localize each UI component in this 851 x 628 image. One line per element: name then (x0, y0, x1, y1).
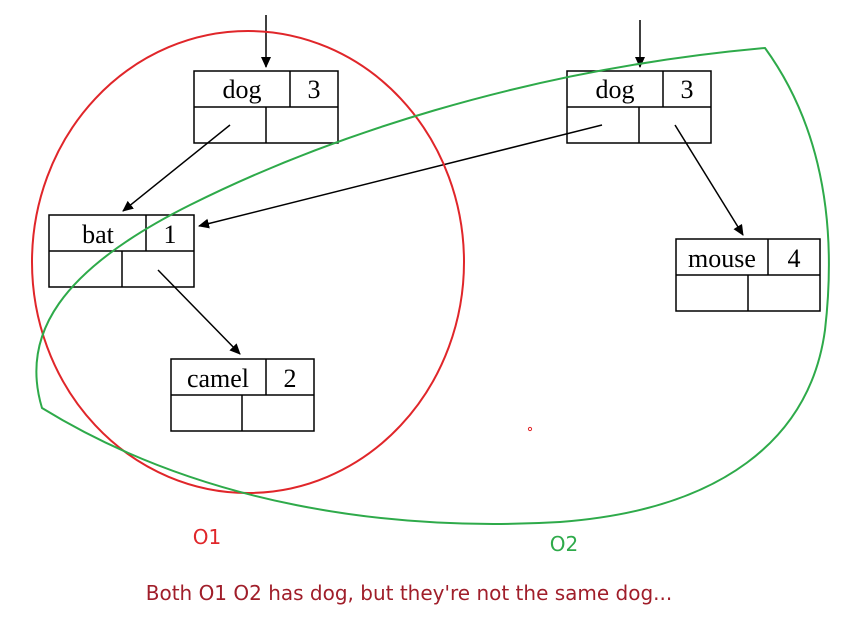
node-count: 3 (308, 75, 321, 104)
edge-dog-left-to-bat (122, 124, 231, 212)
node-count: 4 (788, 244, 801, 273)
node-dog-left: dog 3 (193, 70, 339, 144)
node-camel: camel 2 (170, 358, 315, 432)
node-bat: bat 1 (48, 214, 195, 288)
set-o1-boundary (31, 30, 465, 494)
set-o1-label: O1 (193, 525, 221, 549)
node-count: 3 (681, 75, 694, 104)
node-dog-right: dog 3 (566, 70, 712, 144)
node-mouse: mouse 4 (675, 238, 821, 312)
set-o2-label: O2 (550, 532, 578, 556)
edge-dog-right-to-mouse (674, 124, 744, 236)
node-count: 1 (164, 220, 177, 249)
node-key: dog (596, 75, 635, 104)
node-count: 2 (284, 364, 297, 393)
edge-dog-right-to-bat (198, 124, 603, 229)
set-o2-boundary (35, 46, 830, 525)
node-key: camel (187, 364, 249, 393)
caption: Both O1 O2 has dog, but they're not the … (146, 581, 673, 605)
node-key: dog (223, 75, 262, 104)
stray-dot (527, 426, 533, 432)
edge-bat-to-camel (157, 269, 241, 355)
node-key: bat (82, 220, 115, 249)
node-key: mouse (688, 244, 756, 273)
